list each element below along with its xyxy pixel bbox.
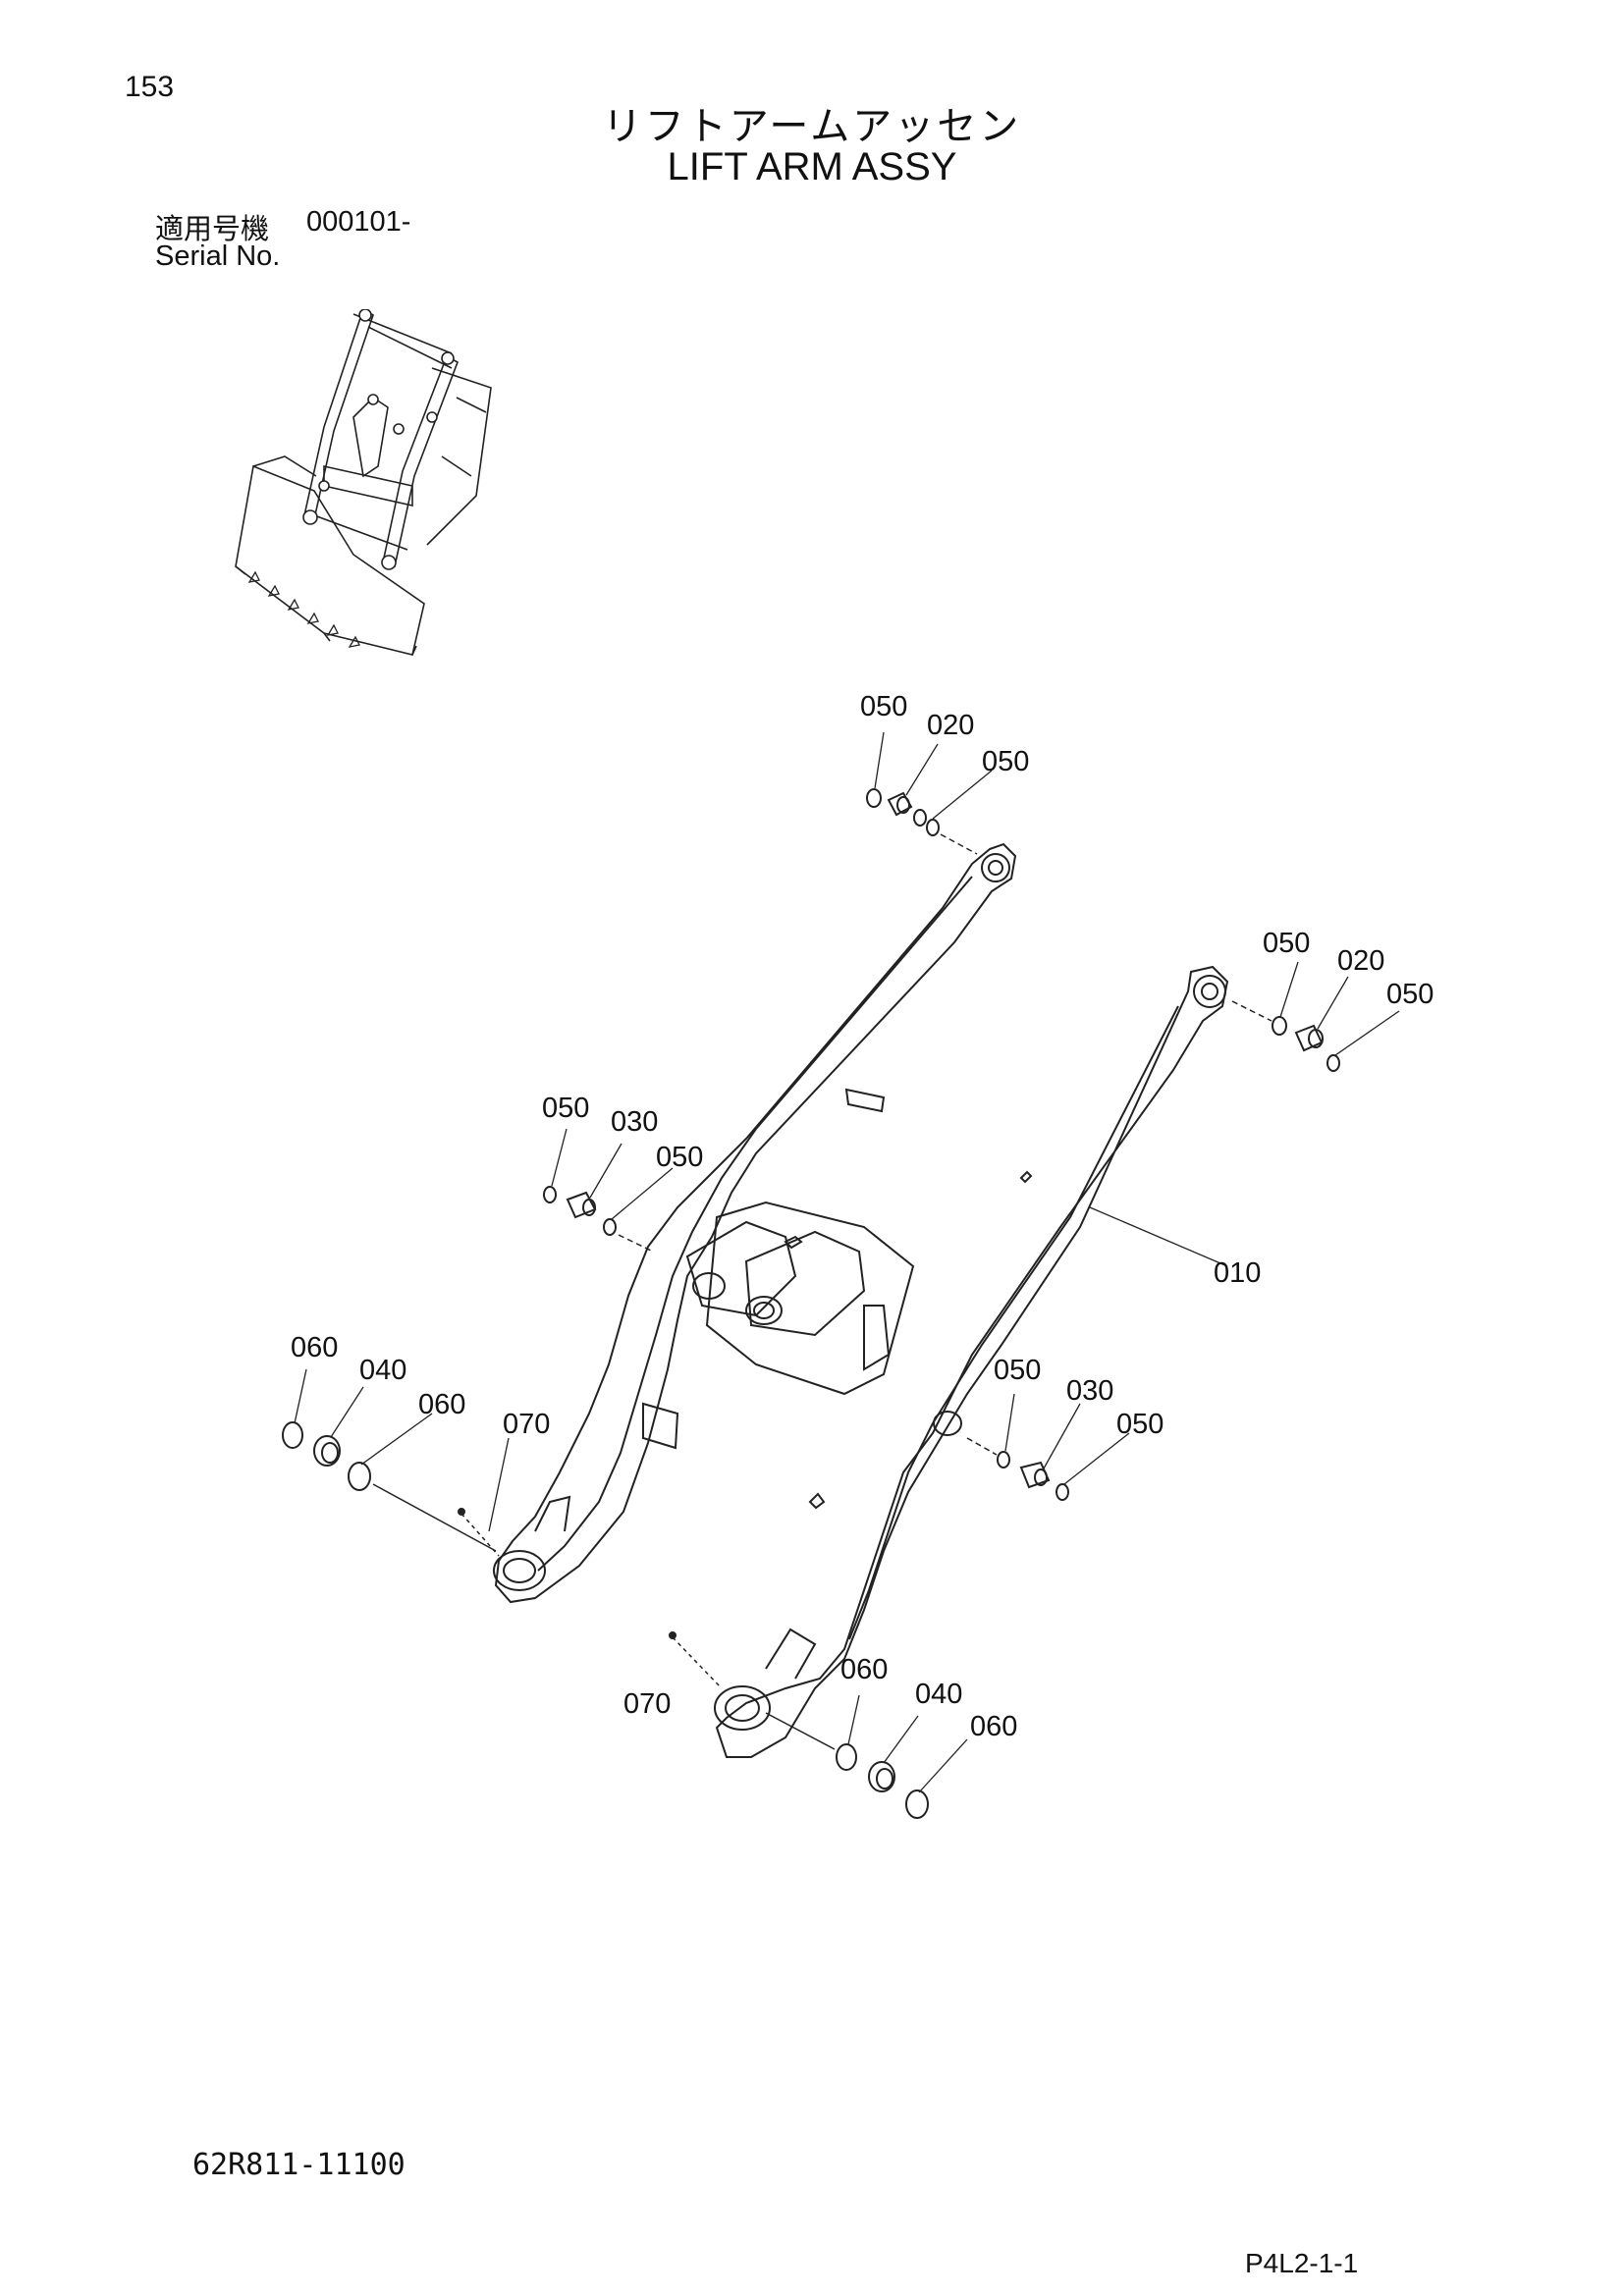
callout-050: 050: [542, 1093, 589, 1124]
callout-050: 050: [994, 1355, 1041, 1386]
left-lift-arm: [494, 842, 1017, 1604]
page-number: 153: [125, 71, 175, 103]
page-title-japanese: リフトアームアッセン: [602, 104, 1022, 149]
callout-050: 050: [860, 691, 907, 722]
callout-020: 020: [927, 710, 974, 741]
callout-050: 050: [1386, 979, 1434, 1010]
callout-060: 060: [291, 1332, 338, 1363]
callout-050: 050: [1263, 928, 1310, 959]
callout-030: 030: [611, 1106, 658, 1138]
machine-overview-thumbnail: [235, 309, 492, 656]
callout-040: 040: [359, 1355, 406, 1386]
part-code: 62R811-11100: [192, 2148, 406, 2182]
callout-060: 060: [970, 1711, 1017, 1742]
callout-020: 020: [1337, 945, 1384, 977]
callout-070: 070: [623, 1688, 671, 1720]
page-title: LIFT ARM ASSY: [667, 145, 957, 188]
right-lift-arm: [715, 965, 1229, 1758]
callout-060: 060: [418, 1389, 465, 1420]
serial-label: Serial No.: [155, 240, 281, 272]
callout-050: 050: [656, 1142, 703, 1173]
page-reference: P4L2-1-1: [1245, 2248, 1359, 2278]
callout-050: 050: [1116, 1409, 1164, 1440]
callout-010: 010: [1214, 1257, 1261, 1289]
serial-label-japanese: 適用号機: [155, 212, 270, 245]
serial-number-value: 000101-: [306, 206, 411, 238]
callout-050: 050: [982, 746, 1029, 777]
callout-030: 030: [1066, 1375, 1113, 1407]
callout-070: 070: [503, 1409, 550, 1440]
callout-040: 040: [915, 1679, 962, 1710]
cross-tube: [705, 1201, 915, 1396]
callout-060: 060: [840, 1654, 888, 1685]
